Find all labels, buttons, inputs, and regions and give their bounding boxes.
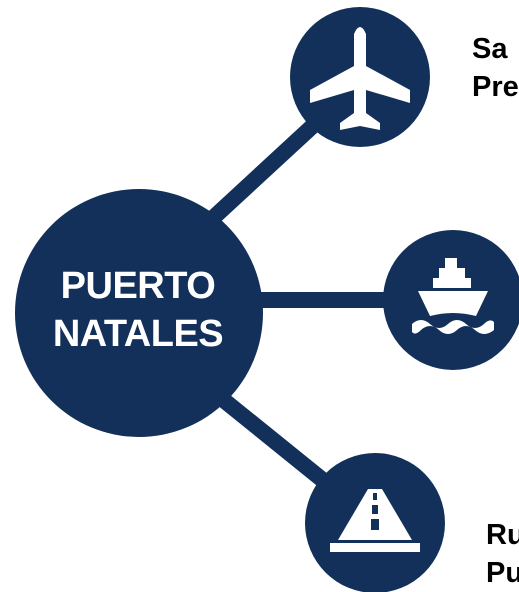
road-label-line2: Pu: [486, 557, 519, 589]
connector-road: [199, 378, 341, 497]
airplane-icon: [310, 27, 410, 130]
road-node: [305, 453, 445, 592]
airplane-label-line2: Pre: [472, 71, 519, 103]
airplane-destination-label: Sa Pre: [472, 30, 519, 106]
hub-circle: [15, 189, 263, 437]
connector-airplane: [194, 104, 336, 236]
ship-node: [383, 230, 519, 370]
hub-label-line1: PUERTO: [60, 265, 216, 307]
hub-label: PUERTO NATALES: [18, 262, 258, 358]
airplane-label-line1: Sa: [472, 33, 508, 65]
airplane-node: [290, 7, 430, 147]
road-label-line1: Ru: [486, 519, 519, 551]
ship-icon: [412, 258, 494, 334]
hub-label-line2: NATALES: [52, 313, 224, 355]
road-icon: [330, 489, 420, 552]
road-destination-label: Ru Pu: [486, 516, 519, 592]
